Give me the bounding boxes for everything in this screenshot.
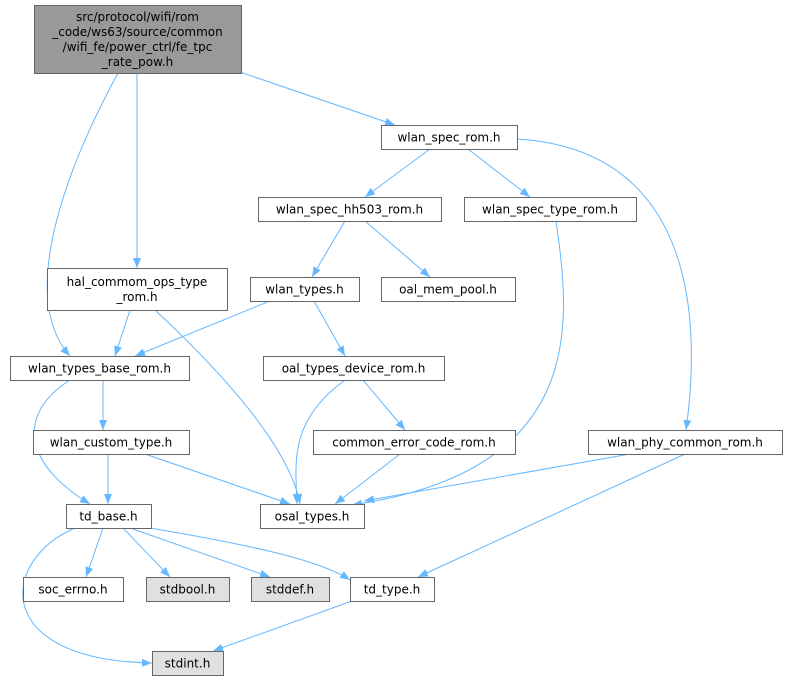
- node-root: src/protocol/wifi/rom_code/ws63/source/c…: [34, 5, 242, 74]
- node-box: [10, 356, 190, 381]
- node-box: [588, 430, 783, 455]
- node-label: wlan_phy_common_rom.h: [607, 436, 763, 450]
- node-label: stdbool.h: [160, 583, 216, 597]
- edge-td_base-to-stddef: [129, 527, 271, 578]
- node-stddef: stddef.h: [251, 577, 330, 602]
- node-label: _code/ws63/source/common: [51, 25, 223, 39]
- edges: [22, 71, 692, 667]
- node-label: src/protocol/wifi/rom: [76, 10, 199, 24]
- node-box: [34, 5, 242, 74]
- node-wlan_types_base_rom[interactable]: wlan_types_base_rom.h: [10, 356, 190, 381]
- node-box: [66, 504, 152, 529]
- node-oal_types_device_rom[interactable]: oal_types_device_rom.h: [263, 356, 445, 381]
- node-label: wlan_spec_hh503_rom.h: [276, 203, 423, 217]
- node-label: wlan_types_base_rom.h: [28, 362, 171, 376]
- edge-wlan_custom_type-to-osal_types: [144, 453, 291, 505]
- node-label: td_base.h: [79, 510, 137, 524]
- node-box: [464, 197, 637, 222]
- node-box: [350, 577, 435, 602]
- edge-wlan_types-to-wlan_types_base_rom: [134, 300, 271, 357]
- node-wlan_types[interactable]: wlan_types.h: [250, 277, 360, 302]
- node-box: [313, 430, 516, 455]
- node-wlan_spec_hh503_rom[interactable]: wlan_spec_hh503_rom.h: [258, 197, 442, 222]
- node-label: wlan_custom_type.h: [50, 436, 173, 450]
- edge-root-to-wlan_types_base_rom: [46, 72, 119, 357]
- node-box: [33, 430, 190, 455]
- node-box: [260, 504, 365, 529]
- node-label: wlan_types.h: [265, 283, 344, 297]
- edge-wlan_spec_type_rom-to-osal_types: [351, 220, 564, 508]
- node-td_base[interactable]: td_base.h: [66, 504, 152, 529]
- edge-wlan_phy_common_rom-to-osal_types: [363, 453, 631, 504]
- edge-hal_commom_ops_type_rom-to-wlan_types_base_rom: [114, 309, 131, 357]
- node-wlan_phy_common_rom[interactable]: wlan_phy_common_rom.h: [588, 430, 783, 455]
- node-oal_mem_pool[interactable]: oal_mem_pool.h: [381, 277, 516, 302]
- node-label: hal_commom_ops_type: [67, 275, 208, 289]
- edge-wlan_spec_hh503_rom-to-wlan_types: [311, 220, 346, 278]
- node-box: [381, 277, 516, 302]
- node-label: _rate_pow.h: [101, 55, 173, 69]
- node-label: _rom.h: [115, 290, 157, 304]
- node-stdbool: stdbool.h: [146, 577, 230, 602]
- edge-wlan_spec_rom-to-wlan_spec_hh503_rom: [364, 148, 431, 198]
- node-soc_errno[interactable]: soc_errno.h: [23, 577, 124, 602]
- node-wlan_spec_type_rom[interactable]: wlan_spec_type_rom.h: [464, 197, 637, 222]
- node-box: [258, 197, 442, 222]
- node-label: td_type.h: [364, 583, 421, 597]
- node-common_error_code_rom[interactable]: common_error_code_rom.h: [313, 430, 516, 455]
- node-box: [263, 356, 445, 381]
- node-box: [152, 651, 224, 676]
- node-label: soc_errno.h: [38, 583, 107, 597]
- node-box: [146, 577, 230, 602]
- node-label: stddef.h: [266, 583, 314, 597]
- node-label: /wifi_fe/power_ctrl/fe_tpc: [63, 40, 213, 54]
- edge-wlan_types-to-oal_types_device_rom: [313, 300, 346, 357]
- node-box: [47, 268, 228, 311]
- node-label: wlan_spec_type_rom.h: [482, 203, 618, 217]
- node-label: wlan_spec_rom.h: [397, 131, 500, 145]
- node-hal_commom_ops_type_rom[interactable]: hal_commom_ops_type_rom.h: [47, 268, 228, 311]
- edge-wlan_phy_common_rom-to-td_type: [417, 453, 686, 578]
- edge-wlan_spec_rom-to-wlan_spec_type_rom: [467, 148, 531, 198]
- edge-td_base-to-td_type: [149, 527, 351, 581]
- node-td_type[interactable]: td_type.h: [350, 577, 435, 602]
- node-label: oal_mem_pool.h: [399, 283, 497, 297]
- node-box: [23, 577, 124, 602]
- node-label: common_error_code_rom.h: [332, 436, 495, 450]
- edge-td_base-to-soc_errno: [85, 527, 104, 578]
- edge-wlan_spec_hh503_rom-to-oal_mem_pool: [364, 220, 431, 278]
- node-box: [250, 277, 360, 302]
- edge-wlan_spec_rom-to-wlan_phy_common_rom: [516, 138, 692, 431]
- node-wlan_custom_type[interactable]: wlan_custom_type.h: [33, 430, 190, 455]
- edge-td_base-to-stdbool: [122, 527, 171, 578]
- node-label: oal_types_device_rom.h: [282, 362, 426, 376]
- edge-common_error_code_rom-to-osal_types: [334, 453, 401, 505]
- node-osal_types[interactable]: osal_types.h: [260, 504, 365, 529]
- edge-td_type-to-stdint: [212, 600, 353, 652]
- node-box: [381, 125, 518, 150]
- node-label: stdint.h: [165, 657, 211, 671]
- node-label: osal_types.h: [275, 510, 350, 524]
- edge-oal_types_device_rom-to-osal_types: [292, 379, 346, 505]
- node-box: [251, 577, 330, 602]
- nodes: src/protocol/wifi/rom_code/ws63/source/c…: [10, 5, 783, 676]
- edge-td_base-to-stdint: [22, 527, 153, 667]
- node-wlan_spec_rom[interactable]: wlan_spec_rom.h: [381, 125, 518, 150]
- edge-root-to-wlan_spec_rom: [239, 71, 396, 126]
- edge-oal_types_device_rom-to-common_error_code_rom: [362, 379, 406, 431]
- node-stdint: stdint.h: [152, 651, 224, 676]
